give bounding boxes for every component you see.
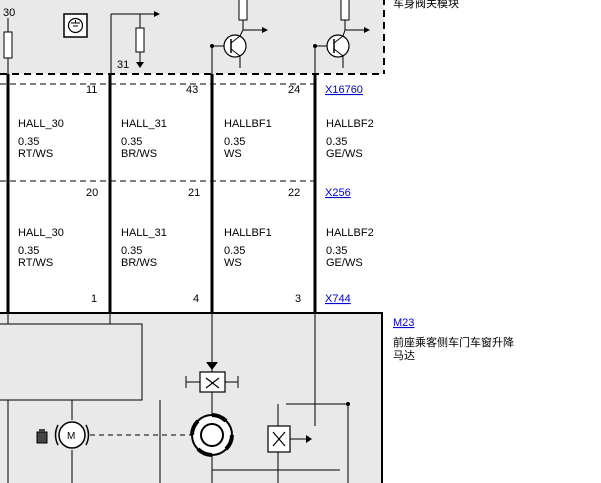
connector-link-x256[interactable]: X256 bbox=[325, 187, 351, 199]
pin-label: 22 bbox=[288, 187, 300, 199]
ground-symbol-icon bbox=[63, 13, 88, 38]
pin-label: 3 bbox=[295, 293, 301, 305]
transistor-1-icon bbox=[210, 0, 268, 74]
body-module-box bbox=[0, 0, 385, 75]
wire-color: BR/WS bbox=[121, 257, 157, 269]
pin-label: 4 bbox=[193, 293, 199, 305]
wire-name: HALLBF1 bbox=[224, 118, 272, 130]
wire-gauge: 0.35 bbox=[121, 136, 142, 148]
connector-link-x744[interactable]: X744 bbox=[325, 293, 351, 305]
magnet-ring-icon bbox=[190, 413, 234, 457]
wire-gauge: 0.35 bbox=[18, 245, 39, 257]
wire-color: GE/WS bbox=[326, 148, 363, 160]
svg-text:M: M bbox=[67, 431, 75, 442]
motor-module-box bbox=[0, 312, 383, 483]
wire-color: RT/WS bbox=[18, 257, 53, 269]
pin-label: 24 bbox=[288, 84, 300, 96]
wire-gauge: 0.35 bbox=[224, 245, 245, 257]
wire-name: HALL_31 bbox=[121, 227, 167, 239]
transistor-2-icon bbox=[313, 0, 370, 74]
wire-color: BR/WS bbox=[121, 148, 157, 160]
motor-caption-line1: 前座乘客侧车门车窗升降 bbox=[393, 335, 514, 349]
wire-name: HALL_30 bbox=[18, 118, 64, 130]
wire-name: HALLBF1 bbox=[224, 227, 272, 239]
pin-label: 11 bbox=[86, 84, 97, 96]
capacitor-icon bbox=[36, 429, 48, 444]
motor-component-link-m23[interactable]: M23 bbox=[393, 317, 414, 329]
wire-gauge: 0.35 bbox=[224, 136, 245, 148]
hall-sensor-1-icon bbox=[185, 362, 239, 393]
wire-gauge: 0.35 bbox=[18, 136, 39, 148]
wire-labels-upper: HALL_30 0.35 RT/WS HALL_31 0.35 BR/WS HA… bbox=[18, 118, 374, 160]
pin-label: 43 bbox=[186, 84, 198, 96]
wire-gauge: 0.35 bbox=[326, 245, 347, 257]
wire-color: RT/WS bbox=[18, 148, 53, 160]
wire-name: HALL_31 bbox=[121, 118, 167, 130]
wire-gauge: 0.35 bbox=[326, 136, 347, 148]
body-module-caption: 车身阀关模块 bbox=[393, 0, 459, 10]
harness-wires bbox=[6, 74, 317, 313]
wire-name: HALLBF2 bbox=[326, 227, 374, 239]
wire-color: WS bbox=[224, 148, 242, 160]
pin-label: 21 bbox=[188, 187, 200, 199]
wire-name: HALLBF2 bbox=[326, 118, 374, 130]
wire-name: HALL_30 bbox=[18, 227, 64, 239]
motor-caption-line2: 马达 bbox=[393, 349, 415, 362]
wire-color: GE/WS bbox=[326, 257, 363, 269]
terminal-31-label: 31 bbox=[117, 59, 129, 71]
hall-sensor-2-icon bbox=[267, 425, 312, 453]
wire-color: WS bbox=[224, 257, 242, 269]
wire-gauge: 0.35 bbox=[121, 245, 142, 257]
pin-label: 1 bbox=[91, 293, 97, 305]
pin-label: 20 bbox=[86, 187, 98, 199]
resistor-left bbox=[3, 18, 13, 74]
terminal-30-label: 30 bbox=[3, 7, 15, 19]
ground-31-circuit bbox=[110, 11, 160, 74]
motor-internal-wiring bbox=[7, 313, 350, 483]
connector-link-x16760[interactable]: X16760 bbox=[325, 84, 363, 96]
wire-labels-lower: HALL_30 0.35 RT/WS HALL_31 0.35 BR/WS HA… bbox=[18, 227, 374, 269]
motor-icon: M bbox=[54, 421, 90, 449]
